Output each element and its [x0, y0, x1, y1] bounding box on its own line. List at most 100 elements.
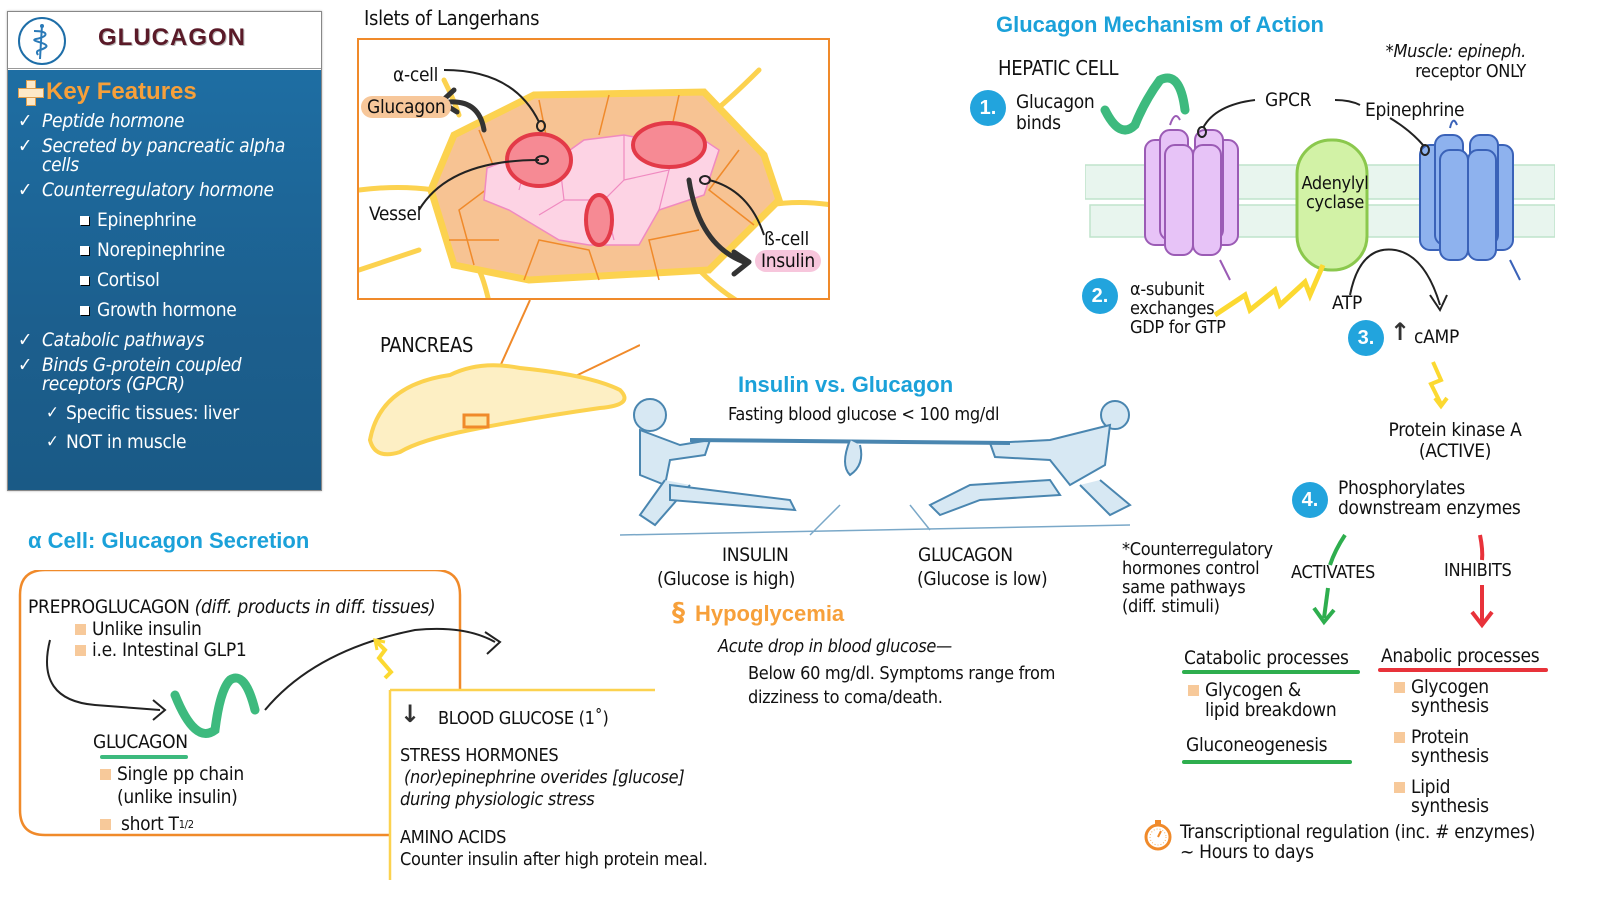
- checkmark-icon: ✓: [46, 403, 59, 423]
- catabolic-title: Catabolic processes: [1184, 647, 1349, 669]
- epinephrine-label: Epinephrine: [1365, 99, 1465, 121]
- hypoglycemia-title: Hypoglycemia: [695, 601, 845, 626]
- key-feature-item: ✓Specific tissues: liver: [46, 402, 239, 424]
- caduceus-icon: [18, 17, 66, 65]
- gpcr-label: GPCR: [1265, 89, 1312, 111]
- key-feature-item: ✓NOT in muscle: [46, 431, 187, 453]
- key-feature-item: ✓Binds G-protein coupled receptors (GPCR…: [18, 354, 242, 395]
- down-arrow-icon: ↓: [400, 700, 421, 728]
- step-4-text: Phosphorylates downstream enzymes: [1338, 477, 1521, 519]
- fasting-glucose-label: Fasting blood glucose < 100 mg/dl: [728, 404, 1000, 425]
- step-2-badge: 2.: [1082, 278, 1118, 314]
- anabolic-underline: [1378, 668, 1548, 672]
- checkmark-icon: ✓: [18, 110, 33, 132]
- amino-acids-block: AMINO ACIDS Counter insulin after high p…: [400, 827, 708, 870]
- glucagon-side-sub: (Glucose is low): [917, 568, 1048, 590]
- hypoglycemia-line-1: Acute drop in blood glucose—: [718, 636, 952, 657]
- anabolic-item: Glycogen synthesis: [1394, 678, 1514, 716]
- inhibits-label: INHIBITS: [1444, 560, 1512, 581]
- islets-title: Islets of Langerhans: [364, 6, 540, 30]
- activates-label: ACTIVATES: [1291, 562, 1376, 583]
- preproglucagon-label: PREPROGLUCAGON (diff. products in diff. …: [28, 596, 436, 618]
- plus-icon: [18, 80, 44, 106]
- pka-label: Protein kinase A (ACTIVE): [1388, 419, 1522, 462]
- anabolic-title: Anabolic processes: [1381, 645, 1540, 667]
- catabolic-item: Glycogen & lipid breakdown: [1188, 680, 1338, 720]
- anabolic-item: Protein synthesis: [1394, 728, 1514, 766]
- vessel-label: Vessel: [369, 203, 422, 225]
- glucagon-side-label: GLUCAGON: [918, 544, 1013, 566]
- bullet-icon: [80, 306, 89, 315]
- stress-hormones-block: STRESS HORMONES (nor)epinephrine overide…: [400, 745, 685, 810]
- activate-inhibit-arrows: [1312, 533, 1494, 629]
- key-feature-item: ✓Secreted by pancreatic alpha cells: [18, 135, 286, 176]
- blood-glucose-label: BLOOD GLUCOSE (1˚): [438, 708, 609, 729]
- glucagon-underline: [100, 755, 188, 759]
- checkmark-icon: ✓: [46, 432, 59, 452]
- up-arrow-icon: ↑: [1390, 318, 1411, 346]
- caduceus-icon-small: §: [672, 598, 685, 628]
- key-features-list: ✓Peptide hormone ✓Secreted by pancreatic …: [18, 112, 311, 452]
- glucagon-label: Glucagon: [361, 96, 452, 118]
- card-header: GLUCAGON: [8, 12, 321, 69]
- secretion-diagram: [18, 570, 655, 880]
- checkmark-icon: ✓: [18, 329, 33, 351]
- beta-cell-label: ß-cell: [764, 228, 809, 250]
- islet-diagram: α-cell Glucagon Vessel ß-cell Insulin: [357, 38, 830, 300]
- step-1-badge: 1.: [970, 90, 1006, 126]
- gluconeogenesis-label: Gluconeogenesis: [1186, 734, 1328, 756]
- lightning-icon: [1428, 361, 1449, 410]
- key-features-heading: Key Features: [18, 78, 311, 106]
- transcription-note: Transcriptional regulation (inc. # enzym…: [1180, 821, 1536, 863]
- glucagon-items: Single pp chain (unlike insulin) short T…: [100, 763, 244, 836]
- hypoglycemia-detail: Below 60 mg/dl. Symptoms range from dizz…: [748, 663, 1056, 708]
- secretion-title: α Cell: Glucagon Secretion: [28, 528, 310, 553]
- card-title: GLUCAGON: [98, 24, 246, 51]
- key-feature-item: ✓Peptide hormone: [18, 110, 185, 132]
- gluconeogenesis-underline: [1182, 760, 1352, 764]
- bullet-icon: [80, 276, 89, 285]
- key-feature-item: ✓Counterregulatory hormone: [18, 179, 274, 201]
- key-feature-item: ✓Catabolic pathways: [18, 329, 205, 351]
- step-2-text: α-subunit exchanges GDP for GTP: [1130, 279, 1226, 338]
- key-feature-item: Norepinephrine: [80, 241, 311, 260]
- bullet-icon: [80, 216, 89, 225]
- list-item: Unlike insulin: [75, 619, 246, 640]
- tug-of-war-illustration: [619, 398, 1132, 536]
- step-4-badge: 4.: [1292, 482, 1328, 518]
- membrane-diagram: [1085, 73, 1555, 318]
- insulin-side-sub: (Glucose is high): [657, 568, 796, 590]
- pancreas-illustration: [367, 300, 640, 457]
- alpha-cell-label: α-cell: [393, 64, 439, 86]
- atp-label: ATP: [1332, 292, 1363, 314]
- islet-illustration: [359, 67, 828, 298]
- muscle-note: *Muscle: epineph. receptor ONLY: [1385, 41, 1527, 82]
- step-3-badge: 3.: [1348, 320, 1384, 356]
- versus-title: Insulin vs. Glucagon: [738, 372, 954, 397]
- counterregulatory-note: *Counterregulatory hormones control same…: [1122, 539, 1273, 617]
- key-feature-item: Growth hormone: [80, 301, 311, 320]
- insulin-side-label: INSULIN: [722, 544, 789, 566]
- key-features-card: GLUCAGON Key Features ✓Peptide hormone ✓S…: [7, 11, 322, 491]
- checkmark-icon: ✓: [18, 179, 33, 201]
- hepatic-cell-label: HEPATIC CELL: [998, 56, 1119, 80]
- anabolic-item: Lipid synthesis: [1394, 778, 1514, 816]
- card-body: Key Features ✓Peptide hormone ✓Secreted b…: [8, 70, 321, 490]
- glucagon-label-secretion: GLUCAGON: [93, 731, 188, 753]
- pancreas-label: PANCREAS: [380, 333, 474, 357]
- list-item: i.e. Intestinal GLP1: [75, 640, 247, 661]
- bullet-icon: [80, 246, 89, 255]
- catabolic-underline: [1182, 670, 1360, 674]
- key-feature-item: Cortisol: [80, 271, 311, 290]
- key-feature-item: Epinephrine: [80, 211, 311, 230]
- mechanism-title: Glucagon Mechanism of Action: [996, 12, 1324, 37]
- checkmark-icon: ✓: [18, 354, 33, 376]
- step-1-text: Glucagon binds: [1016, 91, 1095, 134]
- insulin-label: Insulin: [755, 250, 821, 272]
- stopwatch-icon: [1144, 820, 1172, 851]
- adenylyl-cyclase-label: Adenylyl cyclase: [1301, 173, 1369, 213]
- camp-label: cAMP: [1414, 326, 1459, 348]
- checkmark-icon: ✓: [18, 135, 33, 157]
- preproglucagon-items: Unlike insulin i.e. Intestinal GLP1: [75, 619, 247, 661]
